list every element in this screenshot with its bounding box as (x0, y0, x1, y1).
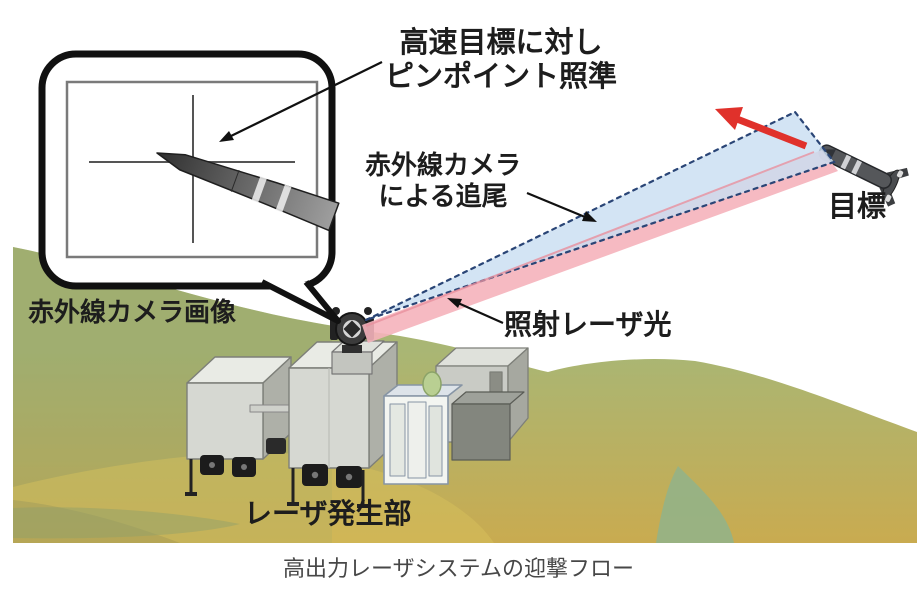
trailer-container-1 (185, 356, 292, 496)
grass-blade-shape (656, 466, 734, 543)
label-ir-tracking-line1: 赤外線カメラ (364, 150, 521, 180)
missile-in-view (156, 152, 340, 232)
bubble-tail (260, 279, 341, 324)
laser-generator-units (185, 307, 529, 508)
electronics-rack (383, 384, 463, 485)
speech-bubble (38, 50, 341, 324)
figure-caption: 高出力レーザシステムの迎撃フロー (283, 556, 634, 581)
escape-arrow (715, 107, 808, 150)
label-pinpoint-aiming: 高速目標に対し ピンポイント照準 (368, 26, 634, 94)
power-unit (451, 391, 525, 461)
grass-streak (13, 507, 240, 539)
laser-ray-line (365, 151, 815, 327)
operator-figure (422, 371, 442, 397)
camera-frame (65, 80, 319, 259)
dirt-path (13, 452, 494, 543)
label-pinpoint-aiming-line1: 高速目標に対し (399, 27, 603, 59)
arrow-to-laser-beam (447, 298, 504, 325)
label-laser-beam: 照射レーザ光 (504, 309, 672, 340)
arrow-to-tracking-beam (526, 191, 597, 222)
arrow-to-crosshair (219, 61, 383, 142)
label-laser-generator: レーザ発生部 (244, 498, 412, 529)
label-ir-tracking-line2: による追尾 (378, 180, 508, 211)
label-pinpoint-aiming-line2: ピンポイント照準 (384, 61, 617, 94)
label-ir-camera-image: 赤外線カメラ画像 (28, 297, 237, 327)
label-ir-tracking: 赤外線カメラ による追尾 (352, 150, 534, 211)
label-target: 目標 (828, 191, 887, 223)
tracking-beam (365, 110, 836, 322)
target-missile (818, 144, 909, 207)
